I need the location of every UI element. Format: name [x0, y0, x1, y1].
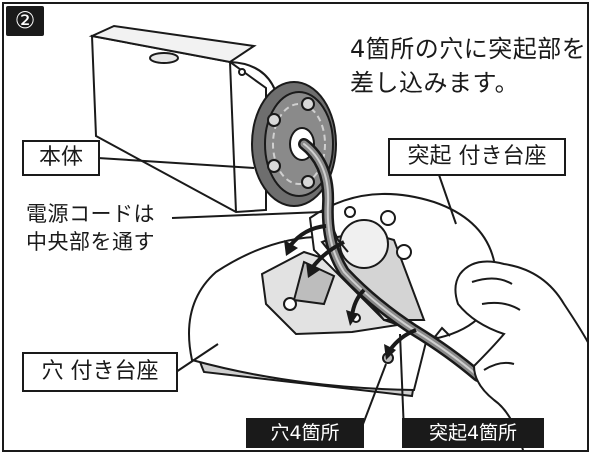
step-number-badge: ②	[6, 6, 44, 36]
protrusion-base-label: 突起 付き台座	[388, 138, 566, 176]
hole-base-label: 穴 付き台座	[22, 352, 178, 392]
camera-body-drawing	[88, 24, 281, 214]
protrusions-4-tag: 突起4箇所	[402, 418, 544, 448]
power-cord-drawing	[298, 138, 484, 382]
hand-drawing	[454, 260, 587, 450]
cord-routing-note: 電源コードは 中央部を通す	[26, 202, 155, 254]
holes-4-tag: 穴4箇所	[246, 418, 364, 448]
figure-frame: ② 4箇所の穴に突起部を 差し込みます。 本体 突起 付き台座 電源コードは 中…	[2, 2, 589, 452]
main-body-label: 本体	[22, 140, 100, 176]
assembly-illustration	[88, 24, 587, 450]
leader-lines	[97, 157, 457, 433]
instruction-text: 4箇所の穴に突起部を 差し込みます。	[350, 35, 587, 97]
arrow-heads	[284, 240, 396, 360]
